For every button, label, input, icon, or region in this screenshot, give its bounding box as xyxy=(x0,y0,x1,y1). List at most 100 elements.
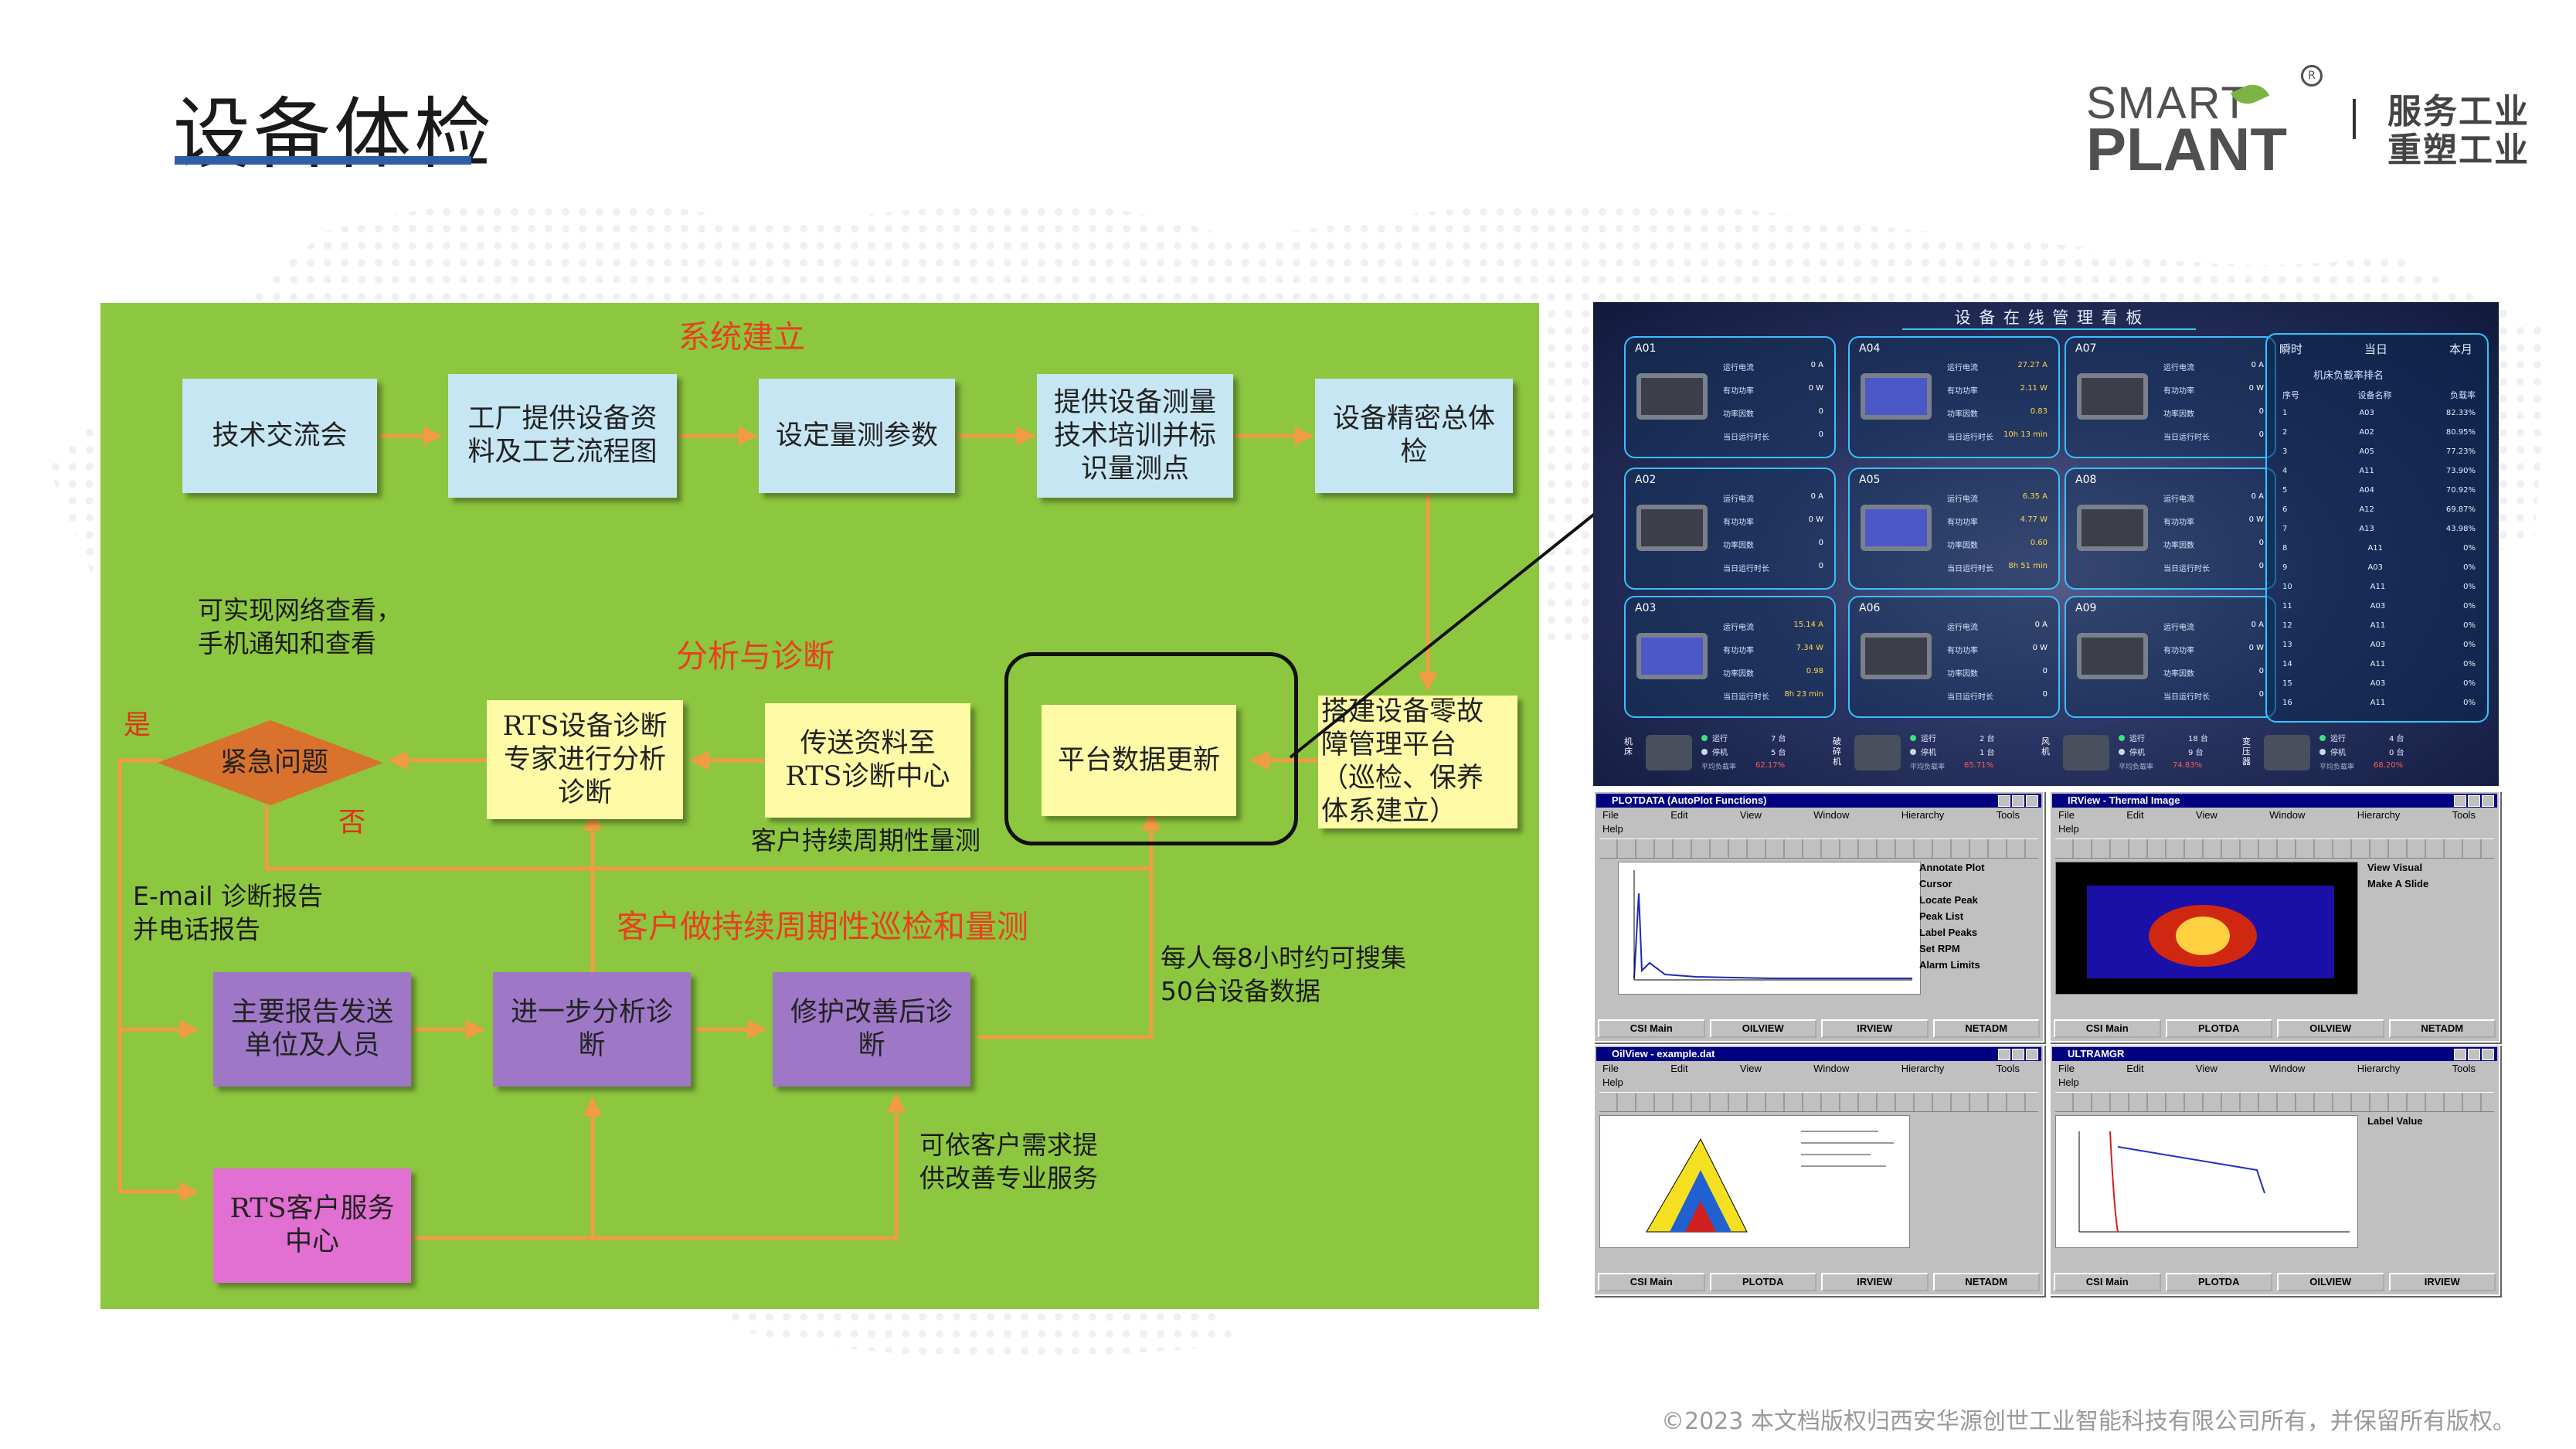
menu-item[interactable]: Edit xyxy=(2126,809,2144,821)
side-command[interactable]: Alarm Limits xyxy=(1919,959,1980,971)
taskbar-button[interactable]: PLOTDA xyxy=(2165,1019,2272,1038)
maximize-button[interactable] xyxy=(2012,1049,2024,1060)
menu-item-help[interactable]: Help xyxy=(2058,1077,2079,1088)
maximize-button[interactable] xyxy=(2012,795,2024,807)
avg-load-label: 平均负载率 xyxy=(1701,764,1737,771)
taskbar-button[interactable]: PLOTDA xyxy=(1709,1273,1816,1291)
close-button[interactable] xyxy=(1998,1049,2010,1060)
menu-item[interactable]: File xyxy=(2058,809,2075,821)
tab-today[interactable]: 当日 xyxy=(2364,342,2387,356)
taskbar-button[interactable]: NETADM xyxy=(1932,1273,2040,1291)
menu-item[interactable]: File xyxy=(2058,1063,2075,1074)
tab-month[interactable]: 本月 xyxy=(2449,342,2472,356)
minimize-button[interactable] xyxy=(2482,795,2494,807)
window-titlebar[interactable]: PLOTDATA (AutoPlot Functions) xyxy=(1596,794,2041,808)
menu-item[interactable]: Edit xyxy=(2126,1063,2144,1074)
taskbar-button[interactable]: NETADM xyxy=(2388,1019,2496,1038)
close-button[interactable] xyxy=(2454,795,2466,807)
side-command[interactable]: Cursor xyxy=(1919,878,1952,889)
minimize-button[interactable] xyxy=(2026,795,2038,807)
window-titlebar[interactable]: OilView - example.dat xyxy=(1596,1047,2041,1061)
menu-item[interactable]: Window xyxy=(1813,1063,1850,1074)
menu-item[interactable]: View xyxy=(1739,1063,1762,1074)
menu-item[interactable]: Hierarchy xyxy=(2357,1063,2401,1074)
menu-item[interactable]: View xyxy=(2195,809,2217,821)
maximize-button[interactable] xyxy=(2468,1049,2480,1060)
side-command[interactable]: Peak List xyxy=(1919,910,1964,922)
menu-item[interactable]: Hierarchy xyxy=(1901,809,1945,821)
plot-area[interactable] xyxy=(2055,862,2358,995)
menu-item[interactable]: Window xyxy=(2269,1063,2306,1074)
side-command[interactable]: Make A Slide xyxy=(2367,878,2429,889)
menu-item[interactable]: File xyxy=(1602,809,1619,821)
metric-value: 0 A xyxy=(2034,621,2048,629)
taskbar-button[interactable]: PLOTDA xyxy=(2165,1273,2272,1291)
side-command[interactable]: Label Value xyxy=(2367,1115,2423,1127)
side-command[interactable]: Locate Peak xyxy=(1919,894,1978,906)
app-window[interactable]: PLOTDATA (AutoPlot Functions)File Edit Vie… xyxy=(1593,791,2044,1043)
menu-item[interactable]: Tools xyxy=(1996,809,2020,821)
tab-instant[interactable]: 瞬时 xyxy=(2279,342,2303,356)
menu-item[interactable]: View xyxy=(2195,1063,2217,1074)
menu-item-help[interactable]: Help xyxy=(1602,1077,1623,1088)
side-command[interactable]: View Visual xyxy=(2367,862,2423,873)
rank-cell: 43.98% xyxy=(2445,525,2476,533)
menu-item[interactable]: File xyxy=(1602,1063,1619,1074)
taskbar-button[interactable]: CSI Main xyxy=(1598,1019,1705,1038)
menu-item[interactable]: Tools xyxy=(2452,809,2476,821)
menu-item[interactable]: Tools xyxy=(1996,1063,2020,1074)
close-button[interactable] xyxy=(1998,795,2010,807)
menu-item[interactable]: Hierarchy xyxy=(1901,1063,1945,1074)
plot-area[interactable] xyxy=(1618,862,1921,995)
minimize-button[interactable] xyxy=(2026,1049,2038,1060)
minimize-button[interactable] xyxy=(2482,1049,2494,1060)
menu-item[interactable]: Edit xyxy=(1670,1063,1688,1074)
toolbar[interactable] xyxy=(2055,1092,2494,1112)
taskbar-button[interactable]: OILVIEW xyxy=(2277,1019,2384,1038)
window-titlebar[interactable]: IRView - Thermal Image xyxy=(2052,794,2497,808)
menu-item[interactable]: Hierarchy xyxy=(2357,809,2401,821)
taskbar-button[interactable]: CSI Main xyxy=(2054,1273,2161,1291)
menu-item[interactable]: Tools xyxy=(2452,1063,2476,1074)
toolbar[interactable] xyxy=(1599,838,2038,859)
menu-item[interactable]: Window xyxy=(1813,809,1850,821)
taskbar-button[interactable]: IRVIEW xyxy=(2388,1273,2496,1291)
toolbar[interactable] xyxy=(1599,1092,2038,1112)
side-command[interactable]: Annotate Plot xyxy=(1919,862,1985,873)
status-count: 7 台 xyxy=(1771,735,1786,743)
menu-item[interactable]: Edit xyxy=(1670,809,1688,821)
app-window[interactable]: ULTRAMGR File Edit View Window Hierarchy Tools… xyxy=(2049,1044,2500,1296)
menu-item-help[interactable]: Help xyxy=(2058,823,2079,835)
toolbar[interactable] xyxy=(2055,838,2494,859)
menu-item[interactable]: View xyxy=(1739,809,1762,821)
equipment-icon xyxy=(2264,735,2310,770)
window-titlebar[interactable]: ULTRAMGR xyxy=(2052,1047,2497,1061)
metric-label: 功率因数 xyxy=(1723,670,1754,679)
close-button[interactable] xyxy=(2454,1049,2466,1060)
taskbar-button[interactable]: CSI Main xyxy=(2054,1019,2161,1038)
menu-item-help[interactable]: Help xyxy=(1602,823,1623,835)
menu-item[interactable]: Window xyxy=(2269,809,2306,821)
taskbar-button[interactable]: OILVIEW xyxy=(2277,1273,2384,1291)
taskbar-button[interactable]: OILVIEW xyxy=(1709,1019,1816,1038)
taskbar-button[interactable]: NETADM xyxy=(1932,1019,2040,1038)
plot-area[interactable] xyxy=(2055,1115,2358,1248)
taskbar-button[interactable]: CSI Main xyxy=(1598,1273,1705,1291)
taskbar-button[interactable]: IRVIEW xyxy=(1821,1273,1929,1291)
plot-area[interactable] xyxy=(1599,1115,1910,1248)
maximize-button[interactable] xyxy=(2468,795,2480,807)
side-command[interactable]: Label Peaks xyxy=(1919,927,1978,938)
side-command[interactable]: Set RPM xyxy=(1919,943,1960,954)
taskbar-button[interactable]: IRVIEW xyxy=(1821,1019,1929,1038)
